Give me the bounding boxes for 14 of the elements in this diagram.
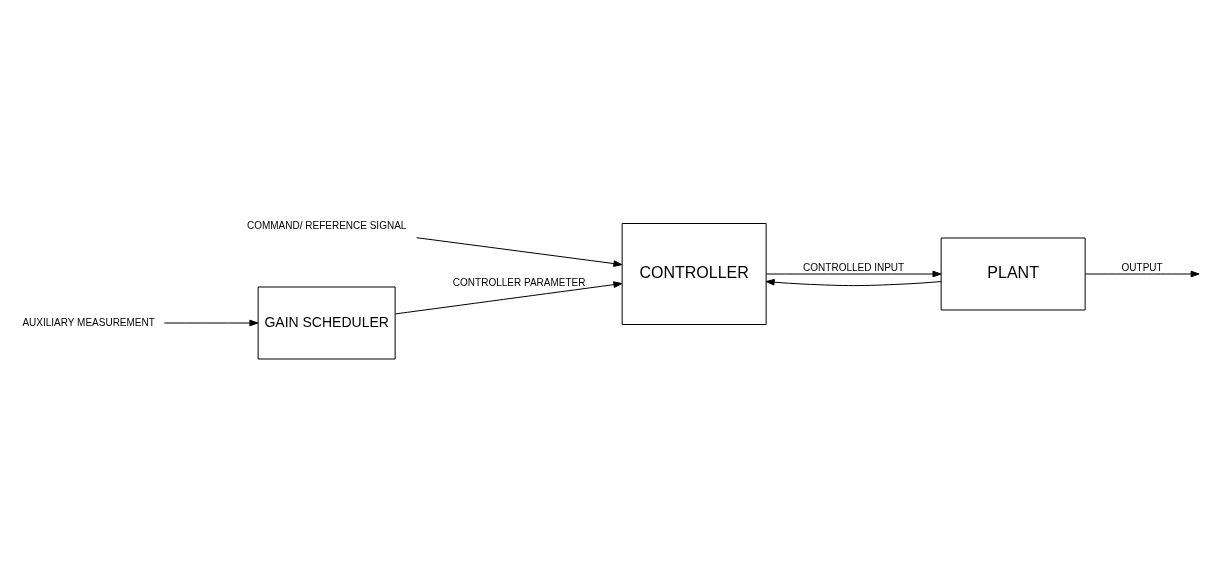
arrow (765, 278, 942, 286)
arrow (765, 270, 942, 277)
arrow (1084, 270, 1200, 277)
node-box: PLANT (940, 237, 1086, 310)
arrow (416, 236, 623, 267)
edge-label: OUTPUT (1121, 261, 1163, 273)
node-text: COMMAND/ REFERENCE SIGNAL (246, 219, 407, 230)
node-box: GAIN SCHEDULER (257, 286, 396, 359)
edge-label: CONTROLLER PARAMETER (452, 276, 586, 288)
node-text: AUXILIARY MEASUREMENT (22, 316, 155, 327)
arrow (163, 319, 259, 326)
node-box: CONTROLLER (621, 222, 767, 325)
edge-label: CONTROLLED INPUT (803, 261, 905, 273)
arrow (395, 280, 623, 314)
